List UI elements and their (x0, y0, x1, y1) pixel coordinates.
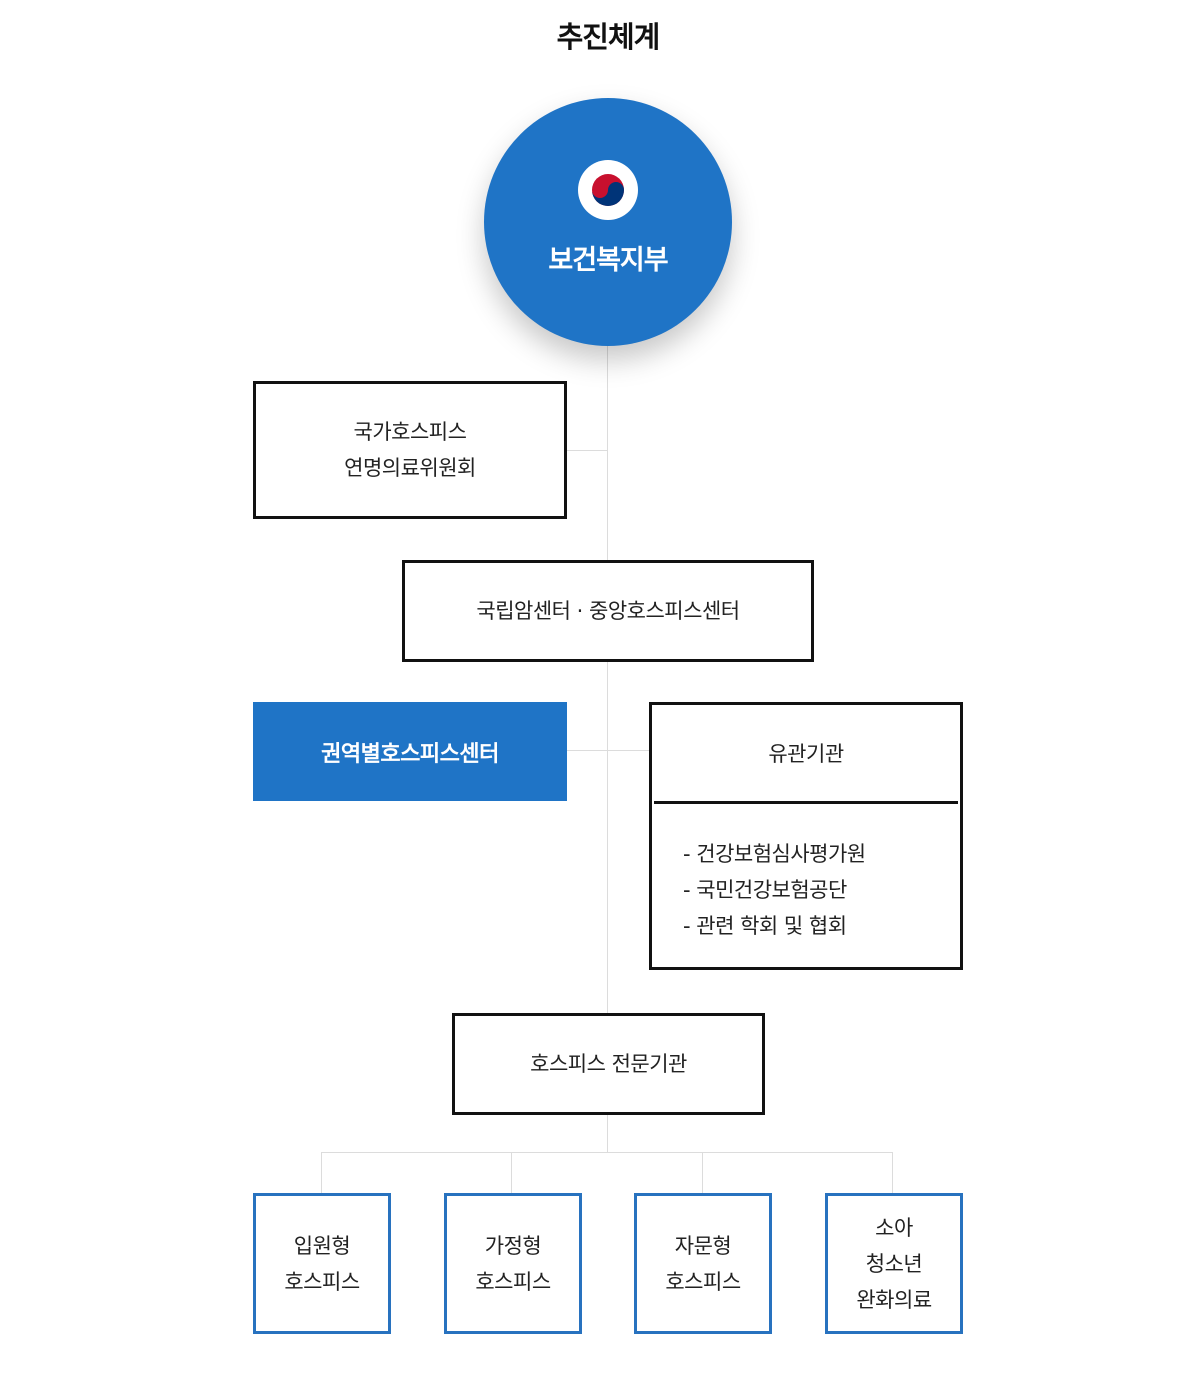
specialized-institution-label: 호스피스 전문기관 (530, 1052, 687, 1076)
connector-leaf-3 (702, 1152, 703, 1193)
ministry-label: 보건복지부 (548, 245, 668, 276)
related-agency-item: - 건강보험심사평가원 (683, 842, 866, 866)
ministry-node: 보건복지부 (484, 98, 732, 346)
related-agencies-divider (654, 801, 958, 804)
type-inpatient-node: 입원형 호스피스 (253, 1193, 391, 1334)
committee-label: 국가호스피스 연명의료위원회 (344, 420, 476, 480)
type-pediatric-label: 소아 청소년 완화의료 (856, 1215, 932, 1312)
type-inpatient-label: 입원형 호스피스 (284, 1233, 360, 1294)
connector-leaf-1 (321, 1152, 322, 1193)
national-center-node: 국립암센터 · 중앙호스피스센터 (402, 560, 814, 662)
regional-center-label: 권역별호스피스센터 (321, 741, 499, 767)
connector-committee (566, 450, 607, 451)
committee-node: 국가호스피스 연명의료위원회 (253, 381, 567, 519)
type-pediatric-node: 소아 청소년 완화의료 (825, 1193, 963, 1334)
connector-main-vertical (607, 340, 608, 1152)
related-agency-item: - 국민건강보험공단 (683, 878, 847, 902)
related-agencies-list: - 건강보험심사평가원 - 국민건강보험공단 - 관련 학회 및 협회 (652, 804, 960, 944)
type-consult-label: 자문형 호스피스 (665, 1233, 741, 1294)
national-center-label: 국립암센터 · 중앙호스피스센터 (476, 599, 740, 623)
related-agencies-title: 유관기관 (768, 742, 844, 766)
related-agency-item: - 관련 학회 및 협회 (683, 914, 847, 938)
page-title: 추진체계 (556, 20, 661, 54)
type-consult-node: 자문형 호스피스 (634, 1193, 772, 1334)
regional-center-node: 권역별호스피스센터 (253, 702, 567, 801)
related-agencies-node: 유관기관 - 건강보험심사평가원 - 국민건강보험공단 - 관련 학회 및 협회 (649, 702, 963, 970)
connector-bottom-horizontal (321, 1152, 893, 1153)
type-home-node: 가정형 호스피스 (444, 1193, 582, 1334)
connector-leaf-2 (511, 1152, 512, 1193)
connector-leaf-4 (892, 1152, 893, 1193)
taegeuk-emblem-icon (578, 160, 638, 220)
connector-regional-related (567, 750, 649, 751)
specialized-institution-node: 호스피스 전문기관 (452, 1013, 765, 1115)
type-home-label: 가정형 호스피스 (475, 1233, 551, 1294)
